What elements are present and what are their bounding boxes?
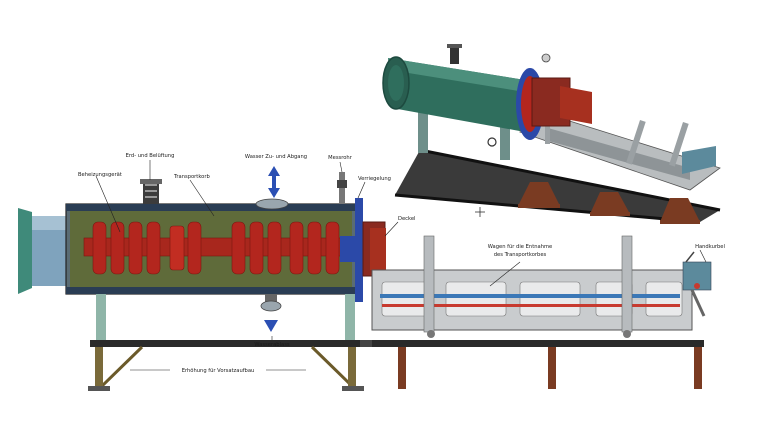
left-flange (18, 208, 32, 294)
iso-cart-legs (518, 182, 700, 224)
iso-crank-box (682, 146, 716, 174)
cart-rail-blue (380, 294, 680, 298)
iso-base-frame (395, 150, 720, 222)
iso-handwheel (487, 137, 497, 147)
vessel-leg-left (96, 294, 106, 340)
base-frame-right (372, 340, 704, 347)
base-leg (95, 347, 103, 391)
handkurbel-icon (694, 283, 700, 289)
cart-leg (548, 347, 556, 389)
iso-render (382, 44, 721, 224)
iso-leg-front (418, 108, 428, 153)
iso-leg-back (500, 120, 510, 160)
water-inlet-port (255, 198, 289, 210)
label-wagen-entnahme: Wagen für die Entnahme (488, 244, 552, 250)
cart-leg (694, 347, 702, 389)
label-des-transportkorbes: des Transportkorbes (494, 252, 547, 258)
vessel-leg-right (345, 294, 355, 340)
label-handkurbel: Handkurbel (695, 244, 725, 250)
labels: Erd- und Belüftung Beheizungsgerät Trans… (78, 153, 725, 374)
cart-leg (398, 347, 406, 389)
iso-rail-front (394, 193, 701, 224)
label-wasser-zu-abgang: Wasser Zu- und Abgang (245, 154, 307, 160)
cart-post-right (621, 235, 633, 333)
iso-cart-side (545, 128, 690, 180)
side-view (18, 166, 712, 391)
iso-gauge (541, 53, 551, 63)
drain-port (265, 294, 277, 302)
right-flange (355, 198, 363, 302)
iso-door (560, 86, 592, 124)
label-messrohr: Messrohr (328, 155, 353, 161)
label-beheizungsgeraet: Beheizungsgerät (78, 172, 122, 178)
label-deckel: Deckel (398, 216, 416, 222)
base-leg (348, 347, 356, 391)
crosshair-cursor-icon (475, 207, 485, 217)
base-frame-left (90, 340, 360, 347)
label-wasserablass: Wasserablass (254, 342, 289, 348)
drain-arrow-icon (264, 320, 278, 332)
label-erhoehung: Erhöhung für Vorsatzaufbau (182, 368, 255, 374)
cart-wheel (427, 330, 435, 338)
label-verriegelung: Verriegelung (358, 176, 391, 182)
leader-lines (95, 160, 707, 371)
vent-nozzle (143, 182, 159, 204)
water-flow-arrow-icon (268, 166, 280, 198)
cart-post-left (423, 235, 435, 333)
label-erd-belueftung: Erd- und Belüftung (126, 153, 175, 159)
cart-wheel (623, 330, 631, 338)
base-struts (100, 345, 354, 388)
iso-top-nozzle (450, 46, 459, 64)
label-transportkorb: Transportkorb (173, 174, 210, 180)
shaft-coupling (340, 236, 358, 262)
